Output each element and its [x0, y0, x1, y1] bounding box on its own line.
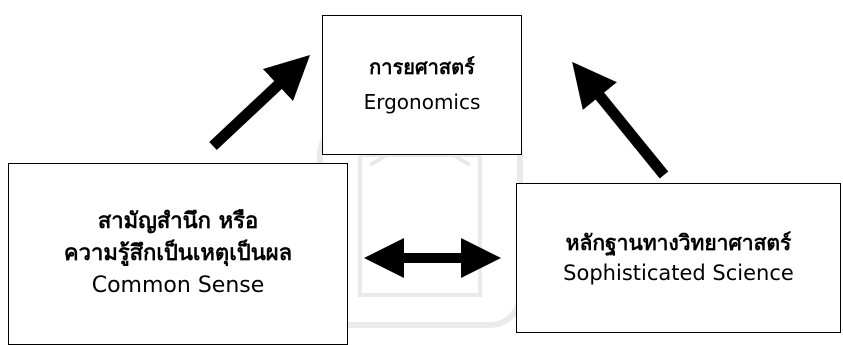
common-sense-thai-line2: ความรู้สึกเป็นเหตุเป็นผล — [63, 241, 293, 267]
ergonomics-box: การยศาสตร์ Ergonomics — [322, 15, 522, 155]
sophisticated-science-box: หลักฐานทางวิทยาศาสตร์ Sophisticated Scie… — [516, 183, 841, 333]
common-sense-box: สามัญสำนึก หรือ ความรู้สึกเป็นเหตุเป็นผล… — [8, 163, 348, 345]
ergonomics-thai-label: การยศาสตร์ — [369, 55, 475, 79]
arrow-right-to-top — [572, 61, 669, 179]
science-thai-label: หลักฐานทางวิทยาศาสตร์ — [565, 230, 792, 255]
ergonomics-english-label: Ergonomics — [363, 90, 481, 114]
common-sense-english-label: Common Sense — [91, 272, 265, 298]
science-english-label: Sophisticated Science — [563, 261, 794, 285]
arrow-left-to-top — [209, 54, 311, 151]
common-sense-thai-line1: สามัญสำนึก หรือ — [97, 209, 259, 235]
